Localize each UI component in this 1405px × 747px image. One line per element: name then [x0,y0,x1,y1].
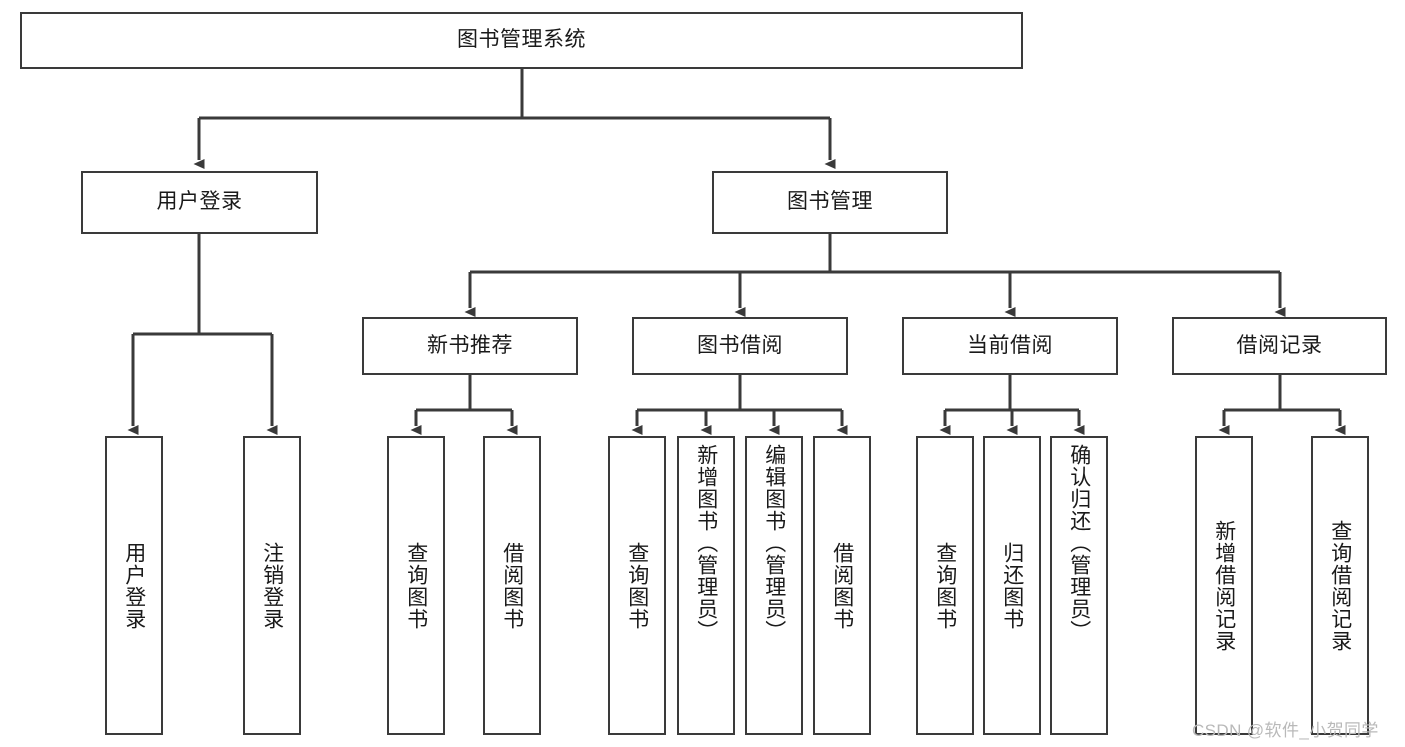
node-user-login[interactable]: 用户登录 [81,171,318,234]
node-current-borrow[interactable]: 当前借阅 [902,317,1118,375]
node-new-book-recommend[interactable]: 新书推荐 [362,317,578,375]
node-leaf-query-borrow-record-label: 查询借阅记录 [1328,519,1352,652]
node-leaf-user-login-label: 用户登录 [122,541,146,630]
node-leaf-query-book-3-label: 查询图书 [933,541,957,630]
node-user-login-label: 用户登录 [156,190,243,214]
node-current-borrow-label: 当前借阅 [967,333,1053,357]
node-leaf-query-book-1-label: 查询图书 [404,541,428,630]
node-leaf-return-book[interactable]: 归还图书 [983,436,1041,735]
node-leaf-return-book-label: 归还图书 [1000,541,1024,630]
node-book-manage[interactable]: 图书管理 [712,171,948,234]
node-leaf-borrow-book-2[interactable]: 借阅图书 [813,436,871,735]
node-leaf-borrow-book-1-label: 借阅图书 [500,541,524,630]
node-leaf-add-book-admin-label: 新增图书（管理员） [694,444,718,642]
node-leaf-user-login[interactable]: 用户登录 [105,436,163,735]
node-leaf-edit-book-admin[interactable]: 编辑图书（管理员） [745,436,803,735]
node-leaf-query-book-2[interactable]: 查询图书 [608,436,666,735]
node-leaf-add-book-admin[interactable]: 新增图书（管理员） [677,436,735,735]
node-leaf-borrow-book-2-label: 借阅图书 [830,541,854,630]
node-leaf-logout-label: 注销登录 [260,541,284,630]
node-leaf-borrow-book-1[interactable]: 借阅图书 [483,436,541,735]
node-leaf-edit-book-admin-label: 编辑图书（管理员） [762,444,786,642]
node-leaf-add-borrow-record-label: 新增借阅记录 [1212,519,1236,652]
node-book-borrow[interactable]: 图书借阅 [632,317,848,375]
csdn-watermark: CSDN @软件_小贺同学 [1192,721,1379,740]
node-borrow-record-label: 借阅记录 [1236,333,1323,357]
node-leaf-query-borrow-record[interactable]: 查询借阅记录 [1311,436,1369,735]
node-root-label: 图书管理系统 [457,28,586,52]
node-root[interactable]: 图书管理系统 [20,12,1023,69]
node-leaf-query-book-1[interactable]: 查询图书 [387,436,445,735]
node-book-manage-label: 图书管理 [787,190,873,214]
node-leaf-add-borrow-record[interactable]: 新增借阅记录 [1195,436,1253,735]
node-leaf-query-book-2-label: 查询图书 [625,541,649,630]
node-leaf-logout[interactable]: 注销登录 [243,436,301,735]
node-book-borrow-label: 图书借阅 [697,333,783,357]
node-new-book-recommend-label: 新书推荐 [427,333,513,357]
node-leaf-confirm-return-admin[interactable]: 确认归还（管理员） [1050,436,1108,735]
node-leaf-confirm-return-admin-label: 确认归还（管理员） [1067,444,1091,642]
node-borrow-record[interactable]: 借阅记录 [1172,317,1387,375]
node-leaf-query-book-3[interactable]: 查询图书 [916,436,974,735]
